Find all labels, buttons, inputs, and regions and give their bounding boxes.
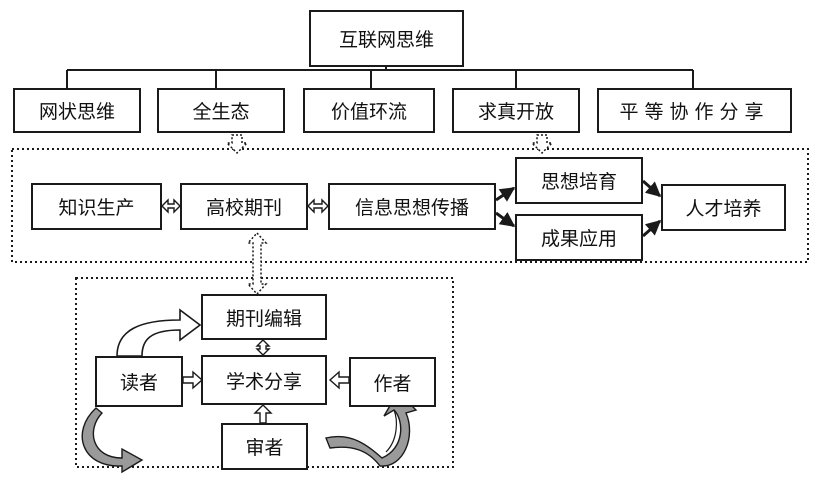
mode-equal-collaboration-sharing: 平等协作分享 [597, 88, 792, 133]
top-concept-node: 互联网思维 [309, 10, 464, 67]
double-arrow-journal-sharing [246, 231, 268, 296]
knowledge-production-node: 知识生产 [31, 183, 162, 230]
dashed-down-arrow [530, 134, 554, 155]
talent-node: 人才培养 [661, 184, 786, 231]
solid-arrows [495, 179, 662, 238]
application-node: 成果应用 [515, 214, 643, 261]
sharing-group-frame [75, 277, 454, 468]
dashed-down-arrow [225, 134, 249, 155]
arrow-author-sharing [328, 370, 350, 390]
editing-node: 期刊编辑 [201, 294, 327, 340]
double-arrow-knowledge-journal [161, 198, 181, 214]
arrow-reader-sharing [182, 370, 204, 390]
reader-node: 读者 [95, 356, 183, 407]
mode-value-circulation: 价值环流 [303, 88, 435, 133]
double-arrow-editing-sharing [255, 339, 271, 356]
mode-truth-openness: 求真开放 [452, 88, 580, 133]
mode-network-thinking: 网状思维 [13, 88, 141, 133]
author-node: 作者 [349, 357, 436, 407]
process-group-frame [11, 148, 809, 263]
double-arrow-journal-dissemination [307, 198, 329, 214]
curved-arrow-reader-editing [116, 308, 202, 357]
cultivation-node: 思想培育 [515, 157, 643, 204]
curved-arrow-reader-bottom [81, 407, 144, 474]
mode-full-ecology: 全生态 [157, 88, 285, 133]
reviewer-node: 审者 [221, 423, 308, 470]
university-journal-node: 高校期刊 [180, 183, 308, 230]
tree-connector [66, 67, 694, 88]
arrow-reviewer-sharing [253, 404, 273, 424]
academic-sharing-node: 学术分享 [201, 355, 327, 405]
dissemination-node: 信息思想传播 [328, 183, 496, 230]
